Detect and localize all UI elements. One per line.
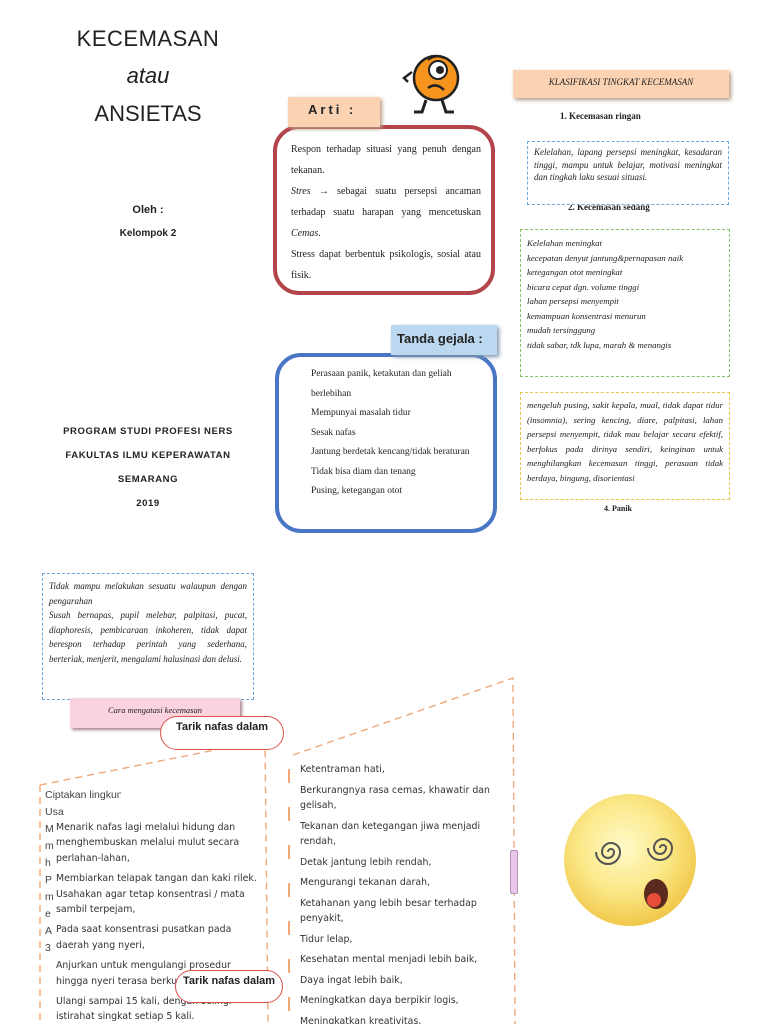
cemas-term: Cemas	[291, 228, 319, 239]
benefit-item: Mengurangi tekanan darah,	[300, 877, 431, 888]
level-panik-box: Tidak mampu melakukan sesuatu walaupun d…	[42, 573, 254, 700]
side-tab	[510, 850, 518, 894]
program-line: 2019	[136, 498, 160, 509]
bg-line: A	[45, 925, 53, 937]
level-berat-box: mengeluh pusing, sakit kepala, mual, tid…	[520, 392, 730, 500]
stres-term: Stres	[291, 186, 311, 197]
klasifikasi-heading: KLASIFIKASI TINGKAT KECEMASAN	[513, 70, 729, 98]
arti-heading: Arti :	[288, 97, 380, 127]
title-connector: atau	[126, 63, 170, 88]
program-info: PROGRAM STUDI PROFESI NERS FAKULTAS ILMU…	[40, 420, 256, 516]
benefit-item: Tidur lelap,	[300, 933, 353, 945]
step-item: Anjurkan untuk mengulangi prosedur hingg…	[56, 960, 231, 987]
benefit-item: Kesehatan mental menjadi lebih baik,	[300, 954, 478, 965]
level-ringan-label: 1. Kecemasan ringan	[560, 111, 641, 121]
symptom-item: Pusing, ketegangan otot	[311, 486, 403, 496]
sedang-line: kemampuan konsentrasi menurun	[527, 310, 646, 321]
title-main: KECEMASAN	[76, 26, 220, 51]
bg-line: h	[45, 857, 51, 869]
benefit-item: Ketentraman hati,	[300, 764, 385, 775]
bg-line: 3	[45, 942, 51, 954]
benefit-markers	[288, 769, 296, 1024]
step-item: Ulangi sampai 15 kali, dengan selingi is…	[56, 996, 232, 1023]
bg-line: P	[45, 874, 53, 886]
symptom-item: Sesak nafas	[311, 427, 356, 438]
benefit-item: Berkurangnya rasa cemas, khawatir dan ge…	[300, 784, 490, 812]
level-panik-label: 4. Panik	[604, 504, 633, 513]
bg-line: Ciptakan lingkungan	[45, 789, 121, 801]
level-sedang-label: 2. Kecemasan sedang	[568, 202, 650, 212]
sedang-line: bicara cepat dgn. volume tinggi	[527, 281, 640, 292]
worried-face-icon	[402, 54, 460, 114]
arti-paragraph: Stres → sebagai suatu persepsi ancaman t…	[291, 181, 481, 244]
arti-text: .	[318, 228, 321, 239]
bg-line: m	[45, 891, 54, 903]
sedang-line: lahan persepsi menyempit	[527, 296, 619, 306]
program-line: FAKULTAS ILMU KEPERAWATAN	[65, 450, 231, 461]
bg-line: M	[45, 823, 54, 835]
benefit-item: Meningkatkan daya berpikir logis,	[300, 995, 459, 1006]
benefits-list: Ketentraman hati, Berkurangnya rasa cema…	[300, 762, 510, 1024]
author-label: Oleh :	[132, 204, 164, 216]
dizzy-face-icon	[564, 794, 696, 926]
arti-definition-box: Respon terhadap situasi yang penuh denga…	[273, 125, 495, 295]
step-item: Pada saat konsentrasi pusatkan pada daer…	[56, 924, 232, 951]
sedang-line: tidak sabar, tdk lupa, marah & menangis	[527, 339, 672, 350]
symptom-item: Tidak bisa diam dan tenang	[311, 466, 416, 477]
step-item: Membiarkan telapak tangan dan kaki rilek…	[56, 873, 257, 916]
panik-line: Tidak mampu melakukan sesuatu walaupun d…	[49, 581, 247, 606]
sedang-line: mudah tersinggung	[527, 325, 596, 335]
title-sub: ANSIETAS	[94, 101, 202, 126]
benefit-item: Ketahanan yang lebih besar terhadap peny…	[300, 897, 477, 925]
tarik-nafas-heading: Tarik nafas dalam	[160, 716, 284, 750]
sedang-line: ketegangan otot meningkat	[527, 267, 623, 277]
symptom-item: Mempunyai masalah tidur	[311, 408, 411, 418]
sedang-line: Kelelahan meningkat	[527, 238, 603, 248]
arti-paragraph: Respon terhadap situasi yang penuh denga…	[291, 144, 481, 176]
bg-line: e	[45, 908, 51, 920]
sedang-line: kecepatan denyut jantung&pernapasan naik	[527, 252, 684, 263]
arti-text: → sebagai suatu persepsi ancaman terhada…	[291, 186, 481, 218]
symptom-item: Jantung berdetak kencang/tidak beraturan	[311, 447, 470, 457]
tarik-nafas-heading-2: Tarik nafas dalam	[175, 970, 283, 1003]
benefit-item: Meningkatkan kreativitas,	[300, 1015, 422, 1024]
tanda-gejala-box: Perasaan panik, ketakutan dan geliah ber…	[275, 353, 497, 533]
program-line: PROGRAM STUDI PROFESI NERS	[63, 426, 233, 437]
symptom-item: Perasaan panik, ketakutan dan geliah ber…	[311, 369, 452, 399]
panik-line: Susah bernapas, pupil melebar, palpitasi…	[49, 610, 247, 664]
arti-paragraph: Stress dapat berbentuk psikologis, sosia…	[291, 249, 481, 281]
author-group: Kelompok 2	[119, 228, 177, 239]
step-item: Menarik nafas lagi melalui hidung dan me…	[56, 822, 240, 864]
bg-line: m	[45, 840, 54, 852]
level-ringan-box: Kelelahan, lapang persepsi meningkat, ke…	[527, 141, 729, 205]
benefit-item: Detak jantung lebih rendah,	[300, 856, 432, 868]
tanda-gejala-heading: Tanda gejala :	[391, 325, 497, 355]
benefit-item: Tekanan dan ketegangan jiwa menjadi rend…	[300, 820, 481, 848]
background-text: Ciptakan lingkungan Usa M m h P m e A 3	[45, 787, 121, 957]
program-line: SEMARANG	[117, 474, 179, 485]
level-sedang-box: Kelelahan meningkat kecepatan denyut jan…	[520, 229, 730, 377]
bg-line: Usa	[45, 806, 64, 818]
benefit-item: Daya ingat lebih baik,	[300, 974, 403, 986]
